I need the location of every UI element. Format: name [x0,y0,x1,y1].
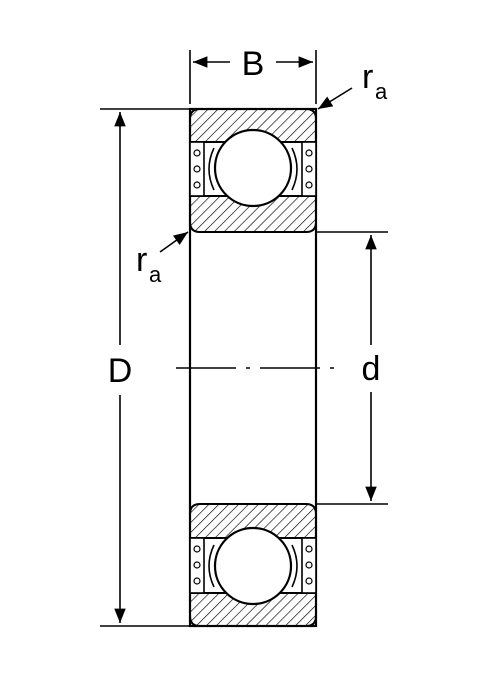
cage-left-top [208,147,215,191]
label-radius-top: r [362,58,373,96]
dimension-outer-diameter: D [100,108,190,627]
seal-dot [193,577,201,585]
outer-ring-bottom [189,592,317,627]
label-outer-diameter: D [108,352,133,390]
inner-ring-top [189,195,317,233]
seal-right-bottom [301,537,317,594]
dimension-bore-diameter: d [316,231,388,505]
label-width: B [242,45,265,83]
seal-dot [305,561,313,569]
seal-dot [305,165,313,173]
ball-bottom [213,526,293,606]
label-bore-diameter: d [362,350,381,388]
radius-callout-left: r a [136,231,189,287]
seal-right-top [301,141,317,197]
seal-dot [193,165,201,173]
bearing-bottom-section [189,503,317,627]
seal-dot [193,545,201,553]
seal-dot [193,149,201,157]
seal-dot [305,577,313,585]
seal-left-top [189,141,205,197]
seal-dot [305,149,313,157]
cage-right-top [291,147,298,191]
bearing-top-section [189,108,317,233]
seal-dot [193,561,201,569]
seal-left-bottom [189,537,205,594]
seal-dot [193,181,201,189]
label-radius-left: r [136,241,147,279]
dimension-width: B [189,45,317,104]
ball-top [213,128,293,208]
radius-callout-top: r a [317,58,388,110]
seal-dot [305,545,313,553]
seal-dot [305,181,313,189]
radius-arrow [159,231,189,253]
radius-arrow [317,87,353,110]
cage-left-bottom [208,544,215,588]
label-radius-left-sub: a [149,262,162,287]
label-radius-top-sub: a [375,79,388,104]
cage-right-bottom [291,544,298,588]
